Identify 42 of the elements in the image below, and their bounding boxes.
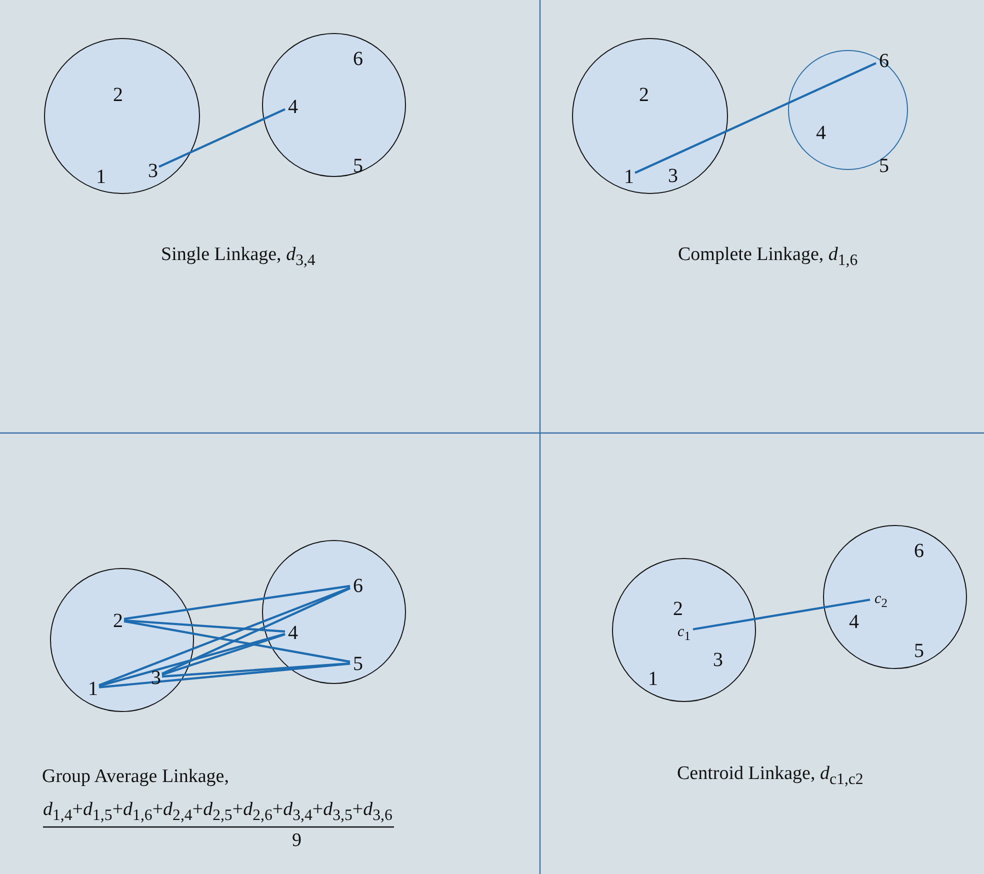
centroid-label: c$_{2}$ [871,589,891,609]
point-label: 4 [847,612,861,632]
distance-line [124,584,350,620]
point-label: 6 [912,541,926,561]
point-label: 4 [286,623,300,643]
caption: Complete Linkage, d$_{1,6}$ [678,244,858,270]
point-label: 2 [111,611,125,631]
point-label: 5 [351,654,365,674]
distance-line [98,586,350,686]
distance-line [162,587,350,675]
distance-line [634,62,876,174]
distance-line [98,632,286,688]
distance-line [162,662,350,678]
caption: Group Average Linkage, [42,766,229,788]
distance-line [162,633,286,676]
point-label: 4 [814,123,828,143]
point-label: 5 [351,156,365,176]
distance-line [158,108,286,168]
point-label: 2 [111,85,125,105]
point-label: 6 [351,49,365,69]
formula-denominator: 9 [292,830,302,852]
point-label: 3 [666,166,680,186]
point-label: 3 [146,161,160,181]
point-label: 1 [646,669,660,689]
centroid-label: c$_{1}$ [674,622,694,642]
point-label: 1 [86,679,100,699]
point-label: 4 [286,97,300,117]
point-label: 5 [877,156,891,176]
caption: Centroid Linkage, d$_{c1,c2}$ [677,763,864,789]
caption: Single Linkage, d$_{3,4}$ [161,244,316,270]
point-label: 3 [711,650,725,670]
formula-numerator: d$_{1,4}$+d$_{1,5}$+d$_{1,6}$+d$_{2,4}$+d$_{2,5}$+d$_{2,6}$+d$_{3,4}$+d$_{3,5}$+d$_{3,6}$ [43,799,392,825]
point-label: 5 [912,641,926,661]
point-label: 2 [671,599,685,619]
point-label: 6 [351,576,365,596]
distance-line [98,662,350,688]
point-label: 2 [637,85,651,105]
distance-line [692,598,870,630]
point-label: 1 [94,167,108,187]
distance-line [124,619,286,633]
distance-line [124,620,350,663]
point-label: 1 [622,167,636,187]
